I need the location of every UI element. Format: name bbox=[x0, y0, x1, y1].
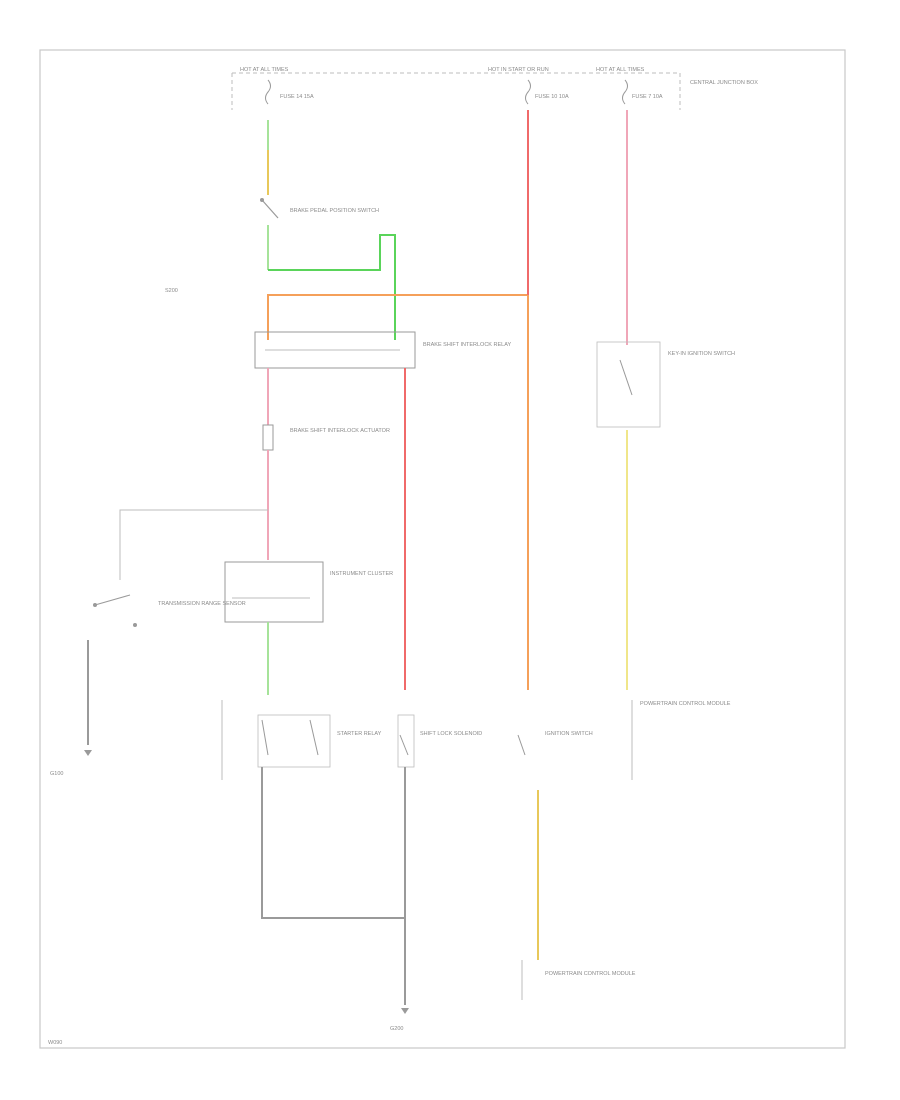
starter-relay-label: STARTER RELAY bbox=[337, 731, 382, 737]
wire-park-branch bbox=[119, 509, 268, 580]
park-switch: TRANSMISSION RANGE SENSOR bbox=[93, 594, 246, 627]
wire-starter-to-splice bbox=[261, 767, 405, 919]
diagram-frame bbox=[39, 49, 846, 1049]
bus-label-2: HOT IN START OR RUN bbox=[488, 67, 549, 73]
bos-relay-label: BRAKE SHIFT INTERLOCK RELAY bbox=[423, 342, 511, 348]
fuse-box-label: CENTRAL JUNCTION BOX bbox=[690, 80, 758, 86]
brake-switch: BRAKE PEDAL POSITION SWITCH bbox=[260, 198, 379, 219]
key-warning-label: KEY-IN IGNITION SWITCH bbox=[668, 351, 735, 357]
pcm-label: POWERTRAIN CONTROL MODULE bbox=[545, 971, 636, 977]
ground-left-symbol bbox=[84, 750, 92, 756]
solenoid-label: BRAKE SHIFT INTERLOCK ACTUATOR bbox=[290, 428, 390, 434]
bus-label-3: HOT AT ALL TIMES bbox=[596, 67, 645, 73]
shifter-label: INSTRUMENT CLUSTER bbox=[330, 571, 393, 577]
fuse-3: FUSE 7 10A bbox=[622, 79, 663, 105]
ignition-switch: IGNITION SWITCH bbox=[517, 731, 593, 756]
fuse-3-label: FUSE 7 10A bbox=[632, 94, 663, 100]
bus-label-1: HOT AT ALL TIMES bbox=[240, 67, 289, 73]
fuse-1: FUSE 14 15A bbox=[265, 79, 314, 105]
brake-switch-label: BRAKE PEDAL POSITION SWITCH bbox=[290, 208, 379, 214]
fuse-2: FUSE 10 10A bbox=[525, 79, 569, 105]
module-ref-label: POWERTRAIN CONTROL MODULE bbox=[640, 701, 731, 707]
figure-code: W090 bbox=[48, 1040, 62, 1046]
wire-orange-feed bbox=[267, 294, 528, 340]
starter-relay: STARTER RELAY bbox=[257, 714, 382, 768]
wire-green-jumper bbox=[268, 234, 396, 340]
interlock-solenoid bbox=[262, 424, 274, 451]
park-switch-label: TRANSMISSION RANGE SENSOR bbox=[158, 601, 246, 607]
park-lamp-label: SHIFT LOCK SOLENOID bbox=[420, 731, 482, 737]
fuse-1-label: FUSE 14 15A bbox=[280, 94, 314, 100]
fuse-2-label: FUSE 10 10A bbox=[535, 94, 569, 100]
key-warning-switch: KEY-IN IGNITION SWITCH bbox=[596, 341, 735, 428]
splice-label: S200 bbox=[165, 288, 178, 294]
ground-left-label: G100 bbox=[50, 771, 63, 777]
ground-main-label: G200 bbox=[390, 1026, 403, 1032]
shifter-box bbox=[224, 561, 324, 623]
bos-relay bbox=[254, 331, 416, 369]
ignition-label: IGNITION SWITCH bbox=[545, 731, 593, 737]
park-lamp: SHIFT LOCK SOLENOID bbox=[397, 714, 482, 768]
ground-main-symbol bbox=[401, 1008, 409, 1014]
